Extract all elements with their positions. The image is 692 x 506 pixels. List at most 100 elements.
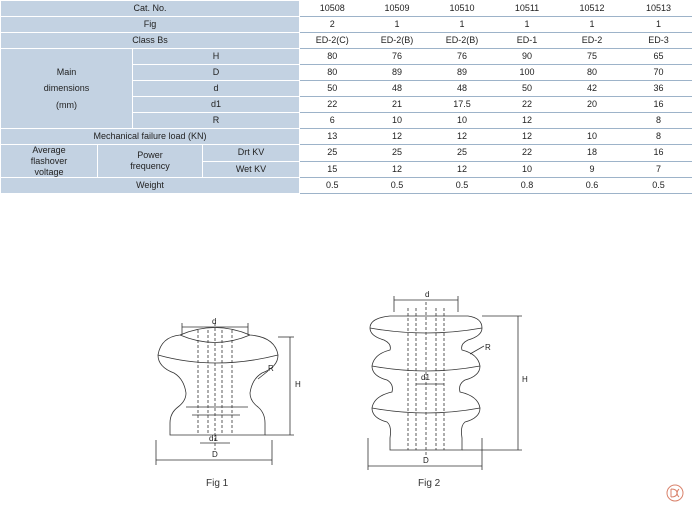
class-value: ED-2 [559,32,625,49]
dim-r-value: 12 [494,112,560,129]
dim-h-value: 65 [624,48,692,65]
cat-no-value: 10508 [299,0,365,17]
weight-value: 0.5 [429,177,495,195]
weight-value: 0.5 [624,177,692,195]
mech-load-header: Mechanical failure load (KN) [0,128,301,145]
weight-value: 0.5 [364,177,430,195]
class-value: ED-2(C) [299,32,365,49]
class-value: ED-3 [624,32,692,49]
class-value: ED-1 [494,32,560,49]
mech-load-value: 12 [364,128,430,145]
dim-d-value: 100 [494,64,560,81]
fig1-label-r: R [268,364,274,373]
fig1-label-D: D [212,450,218,459]
fig-value: 2 [299,16,365,33]
dim-r-value: 10 [429,112,495,129]
wet-kv-value: 9 [559,161,625,179]
wet-kv-label: Wet KV [201,160,301,179]
dim-d-value: 50 [299,80,365,97]
dim-r-value: 10 [364,112,430,129]
fig2-label-r: R [485,343,491,352]
cat-no-value: 10511 [494,0,560,17]
fig-value: 1 [494,16,560,33]
mech-load-value: 12 [494,128,560,145]
dim-r-value: 6 [299,112,365,129]
dim-d-value: 48 [364,80,430,97]
dim-d-value: 36 [624,80,692,97]
drt-kv-value: 16 [624,144,692,162]
fig1-label-d: d [212,317,216,326]
dim-label-h: H [131,48,301,65]
drt-kv-value: 25 [299,144,365,162]
company-logo-icon [666,484,684,502]
weight-value: 0.8 [494,177,560,195]
weight-value: 0.5 [299,177,365,195]
dim-h-value: 76 [429,48,495,65]
cat-no-header: Cat. No. [0,0,301,17]
fig-value: 1 [559,16,625,33]
fig-value: 1 [429,16,495,33]
dim-d1-value: 20 [559,96,625,113]
dim-d1-value: 22 [299,96,365,113]
dim-h-value: 75 [559,48,625,65]
cat-no-value: 10513 [624,0,692,17]
fig-value: 1 [624,16,692,33]
fig-header: Fig [0,16,301,33]
dim-d-value: 89 [429,64,495,81]
dim-r-value [559,112,625,129]
dim-d1-value: 17.5 [429,96,495,113]
cat-no-value: 10512 [559,0,625,17]
dim-label-d: D [131,64,301,81]
dim-d1-value: 22 [494,96,560,113]
dim-d-value: 70 [624,64,692,81]
weight-value: 0.6 [559,177,625,195]
fig2-label-d: d [425,290,429,299]
fig2-caption: Fig 2 [418,478,441,489]
drt-kv-value: 25 [429,144,495,162]
class-value: ED-2(B) [429,32,495,49]
cat-no-value: 10510 [429,0,495,17]
wet-kv-value: 7 [624,161,692,179]
dim-d-value: 80 [299,64,365,81]
fig2-diagram: d R H d1 D [367,290,528,470]
dim-d-value: 48 [429,80,495,97]
dim-h-value: 90 [494,48,560,65]
fig2-label-h: H [522,375,528,384]
dim-d-value: 50 [494,80,560,97]
fig1-label-h: H [295,380,301,389]
fig1-label-d1: d1 [209,434,218,443]
dim-r-value: 8 [624,112,692,129]
class-value: ED-2(B) [364,32,430,49]
drt-kv-value: 22 [494,144,560,162]
cat-no-value: 10509 [364,0,430,17]
wet-kv-value: 12 [364,161,430,179]
dim-h-value: 76 [364,48,430,65]
fig-value: 1 [364,16,430,33]
dim-h-value: 80 [299,48,365,65]
drt-kv-value: 25 [364,144,430,162]
dim-d-value: 89 [364,64,430,81]
wet-kv-value: 12 [429,161,495,179]
fig2-label-D: D [423,456,429,465]
dim-label-d: d [131,80,301,97]
dim-d-value: 42 [559,80,625,97]
dim-d-value: 80 [559,64,625,81]
dim-d1-value: 21 [364,96,430,113]
mech-load-value: 8 [624,128,692,145]
wet-kv-value: 10 [494,161,560,179]
